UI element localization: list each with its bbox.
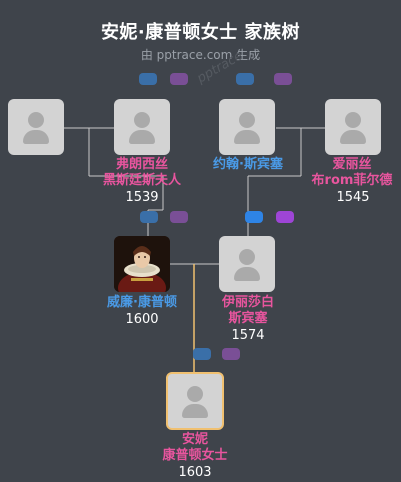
person-year-frances: 1539 bbox=[125, 190, 159, 205]
person-card-unknown[interactable] bbox=[8, 99, 64, 155]
person-card-elizabeth[interactable] bbox=[219, 236, 275, 292]
father-link-button[interactable] bbox=[245, 211, 263, 223]
mother-link-button[interactable] bbox=[170, 73, 188, 85]
person-year-anne: 1603 bbox=[178, 465, 212, 480]
person-card-john[interactable] bbox=[219, 99, 275, 155]
page-subtitle: 由 pptrace.com 生成 bbox=[140, 48, 261, 62]
father-link-button[interactable] bbox=[193, 348, 211, 360]
person-card-william[interactable] bbox=[114, 236, 170, 292]
person-name-anne[interactable]: 安妮 康普顿女士 bbox=[162, 432, 228, 463]
mother-link-button[interactable] bbox=[276, 211, 294, 223]
person-name-elizabeth[interactable]: 伊丽莎白 斯宾塞 bbox=[221, 295, 274, 326]
person-card-alice[interactable] bbox=[325, 99, 381, 155]
father-link-button[interactable] bbox=[140, 211, 158, 223]
avatar-placeholder-icon bbox=[134, 112, 150, 128]
person-name-john[interactable]: 约翰·斯宾塞 bbox=[213, 157, 283, 172]
father-link-button[interactable] bbox=[139, 73, 157, 85]
avatar-placeholder-icon bbox=[239, 249, 255, 265]
person-card-frances[interactable] bbox=[114, 99, 170, 155]
person-year-alice: 1545 bbox=[336, 190, 370, 205]
avatar-placeholder-icon bbox=[28, 112, 44, 128]
avatar-placeholder-icon bbox=[187, 386, 203, 402]
mother-link-button[interactable] bbox=[274, 73, 292, 85]
person-year-elizabeth: 1574 bbox=[231, 328, 265, 343]
avatar-placeholder-icon bbox=[239, 112, 255, 128]
mother-link-button[interactable] bbox=[222, 348, 240, 360]
portrait-image bbox=[114, 236, 170, 292]
person-card-anne[interactable] bbox=[166, 372, 224, 430]
father-link-button[interactable] bbox=[236, 73, 254, 85]
avatar-placeholder-icon bbox=[345, 112, 361, 128]
person-name-frances[interactable]: 弗朗西丝 黑斯廷斯夫人 bbox=[102, 157, 181, 188]
page-title: 安妮·康普顿女士 家族树 bbox=[100, 22, 301, 43]
mother-link-button[interactable] bbox=[170, 211, 188, 223]
person-year-william: 1600 bbox=[125, 312, 159, 327]
person-name-alice[interactable]: 爱丽丝 布rom菲尔德 bbox=[311, 157, 393, 188]
person-name-william[interactable]: 威廉·康普顿 bbox=[107, 295, 177, 310]
